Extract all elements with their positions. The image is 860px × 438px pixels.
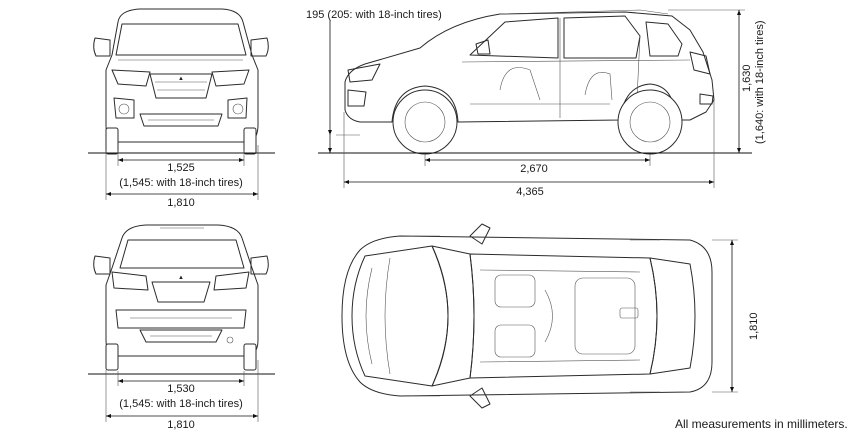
overall-height-label: 1,630 (741, 64, 753, 92)
front-width-label: 1,810 (167, 197, 195, 209)
top-view-drawing (341, 223, 738, 409)
front-track-18-label: (1,545: with 18-inch tires) (119, 177, 243, 189)
top-width-label: 1,810 (748, 312, 760, 340)
rear-view-drawing: ▲ (88, 224, 275, 422)
svg-text:▲: ▲ (178, 76, 184, 82)
rear-track-18-label: (1,545: with 18-inch tires) (119, 398, 243, 410)
front-track-label: 1,525 (167, 162, 195, 174)
svg-text:▲: ▲ (178, 275, 184, 281)
rear-width-label: 1,810 (167, 419, 195, 431)
rear-track-label: 1,530 (167, 383, 195, 395)
front-view-drawing: ▲ (88, 8, 275, 200)
ground-clearance-label: 195 (205: with 18-inch tires) (306, 9, 442, 21)
side-view-drawing (318, 9, 752, 188)
wheelbase-label: 2,670 (520, 163, 548, 175)
overall-height-18-label: (1,640: with 18-inch tires) (754, 20, 766, 145)
measurement-note: All measurements in millimeters. (675, 417, 848, 431)
overall-length-label: 4,365 (516, 186, 544, 198)
